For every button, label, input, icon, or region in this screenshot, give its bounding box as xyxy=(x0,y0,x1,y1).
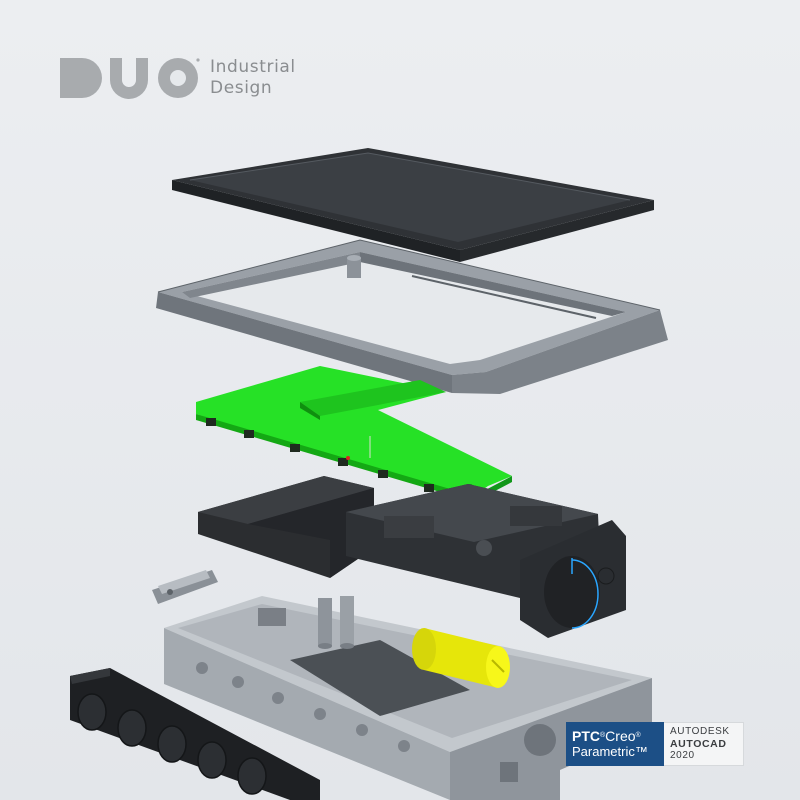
base-housing xyxy=(164,596,652,800)
top-cover-panel xyxy=(172,148,654,262)
registered-mark: ® xyxy=(600,732,606,739)
battery-cylinder xyxy=(412,628,510,688)
ptc-edition: Parametric xyxy=(572,744,635,759)
autocad-badge: AUTODESK AUTOCAD 2020 xyxy=(664,722,744,766)
autocad-product: AUTOCAD xyxy=(670,738,727,750)
keypad-strip xyxy=(70,668,320,800)
brand-line-1: Industrial xyxy=(210,57,296,77)
registered-mark: ® xyxy=(635,732,641,739)
ptc-creo-badge: PTC®Creo® Parametric™ xyxy=(566,722,664,766)
trademark-mark: ™ xyxy=(634,744,648,759)
bezel-frame xyxy=(156,239,668,394)
small-clip-part xyxy=(152,570,218,604)
brand-logo: Industrial Design xyxy=(60,56,296,100)
ptc-product: Creo xyxy=(605,728,636,744)
autodesk-brand: AUTODESK xyxy=(670,726,730,737)
ptc-brand: PTC xyxy=(572,728,600,744)
brand-line-2: Design xyxy=(210,78,273,98)
autocad-year: 2020 xyxy=(670,750,695,761)
software-badges: PTC®Creo® Parametric™ AUTODESK AUTOCAD 2… xyxy=(566,722,744,766)
pcb-board xyxy=(196,366,512,502)
sensor-module-block xyxy=(198,476,626,638)
brand-wordmark: Industrial Design xyxy=(210,57,296,99)
duo-logo-mark xyxy=(60,58,200,99)
